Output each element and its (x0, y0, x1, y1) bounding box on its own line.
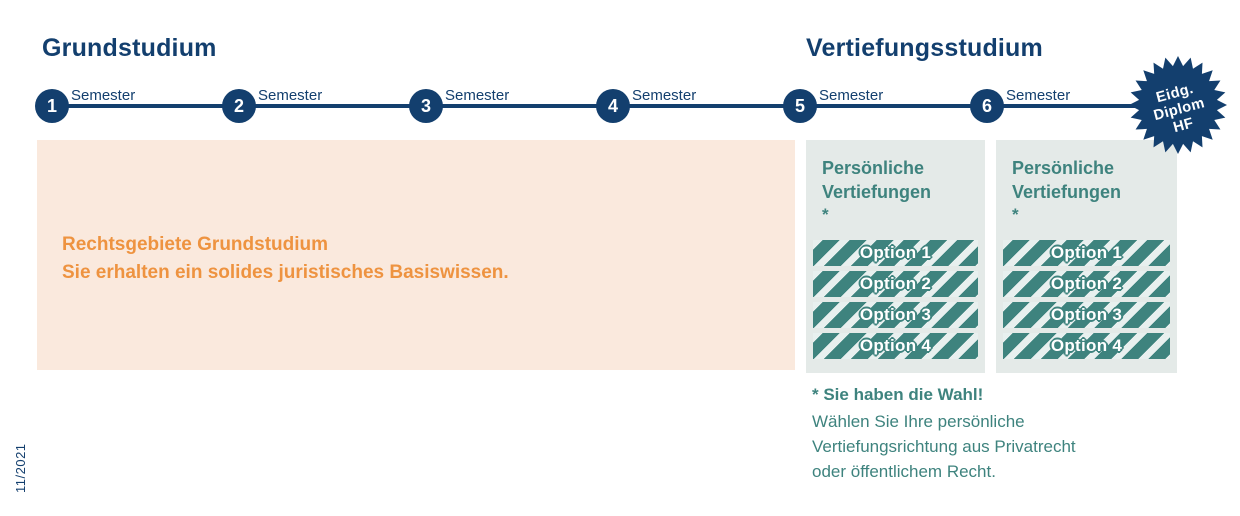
vertiefung-box-1-asterisk: * (822, 205, 829, 224)
grundstudium-box: Rechtsgebiete Grundstudium Sie erhalten … (37, 140, 795, 370)
vertiefung-box-1-options: Option 1 Option 2 Option 3 Option 4 (813, 240, 978, 359)
vertiefung-box-1-title-line2: Vertiefungen (822, 182, 932, 202)
grundstudium-text: Rechtsgebiete Grundstudium Sie erhalten … (62, 231, 509, 287)
option-bar: Option 3 (813, 302, 978, 328)
vertiefung-box-2-title-line2: Vertiefungen (1012, 182, 1122, 202)
semester-5-label: Semester (819, 87, 884, 104)
option-bar: Option 3 (1003, 302, 1170, 328)
option-bar: Option 1 (1003, 240, 1170, 266)
semester-2-circle: 2 (222, 89, 256, 123)
vertiefung-box-1: Persönliche Vertiefungen * Option 1 Opti… (806, 140, 985, 373)
footnote-bold-line: * Sie haben die Wahl! (812, 385, 984, 404)
option-bar: Option 2 (1003, 271, 1170, 297)
grundstudium-subline: Sie erhalten ein solides juristisches Ba… (62, 262, 509, 283)
vertiefung-box-2-title-line1: Persönliche (1012, 158, 1115, 178)
vertiefung-box-1-title-line1: Persönliche (822, 158, 925, 178)
vertiefungsstudium-title: Vertiefungsstudium (806, 34, 1043, 62)
grundstudium-heading: Rechtsgebiete Grundstudium (62, 234, 329, 255)
semester-4-circle: 4 (596, 89, 630, 123)
footnote-line-2: Vertiefungsrichtung aus Privatrecht (812, 437, 1076, 456)
semester-5-circle: 5 (783, 89, 817, 123)
diploma-badge: Eidg. Diplom HF (1129, 56, 1227, 154)
semester-1-circle: 1 (35, 89, 69, 123)
semester-2-label: Semester (258, 87, 323, 104)
semester-6-label: Semester (1006, 87, 1071, 104)
footnote-line-3: oder öffentlichem Recht. (812, 462, 996, 481)
grundstudium-title: Grundstudium (42, 34, 217, 62)
vertiefung-box-2-title: Persönliche Vertiefungen (1003, 156, 1170, 204)
semester-6-circle: 6 (970, 89, 1004, 123)
option-bar: Option 2 (813, 271, 978, 297)
choice-footnote: * Sie haben die Wahl! Wählen Sie Ihre pe… (812, 382, 1076, 484)
semester-1-label: Semester (71, 87, 136, 104)
starburst-icon: Eidg. Diplom HF (1129, 56, 1227, 154)
vertiefung-box-1-title: Persönliche Vertiefungen (813, 156, 978, 204)
vertiefung-box-2: Persönliche Vertiefungen * Option 1 Opti… (996, 140, 1177, 373)
semester-3-label: Semester (445, 87, 510, 104)
option-bar: Option 1 (813, 240, 978, 266)
semester-3-circle: 3 (409, 89, 443, 123)
timeline-line (52, 104, 1138, 108)
semester-4-label: Semester (632, 87, 697, 104)
badge-line-3: HF (1172, 115, 1196, 136)
version-label: 11/2021 (13, 443, 28, 493)
footnote-line-1: Wählen Sie Ihre persönliche (812, 412, 1025, 431)
option-bar: Option 4 (813, 333, 978, 359)
vertiefung-box-2-asterisk: * (1012, 205, 1019, 224)
option-bar: Option 4 (1003, 333, 1170, 359)
vertiefung-box-2-options: Option 1 Option 2 Option 3 Option 4 (1003, 240, 1170, 359)
